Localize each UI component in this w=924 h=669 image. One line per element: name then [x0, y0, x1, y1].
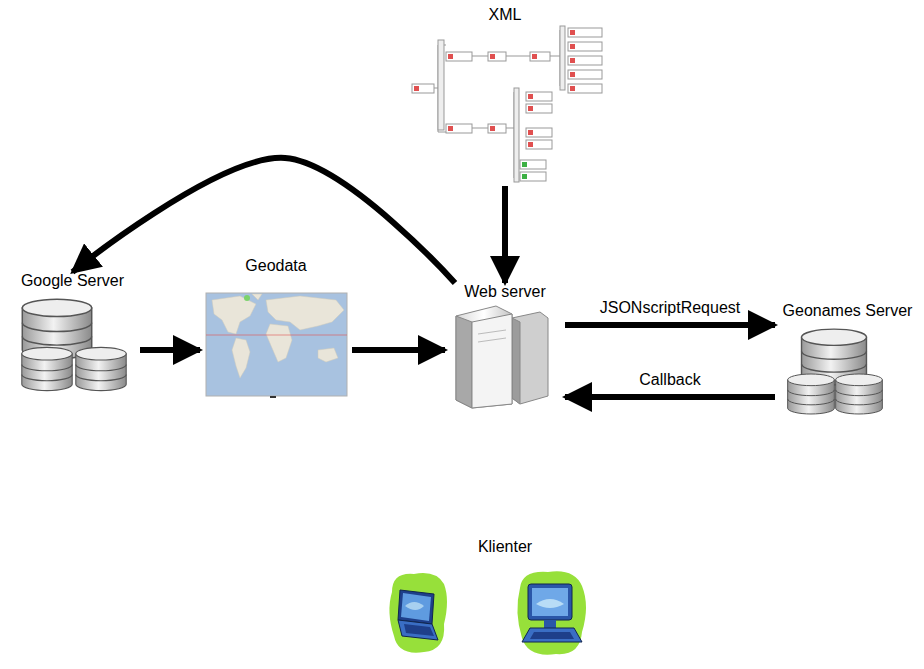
- labelled-icon: XML: [390, 6, 620, 186]
- arrow-connector: [352, 347, 445, 353]
- client-icons: [389, 571, 586, 654]
- labelled-icon: Web server: [445, 283, 565, 410]
- labelled-icon: Geodata: [200, 257, 352, 400]
- arrow-connector: [502, 186, 508, 283]
- world-map: [206, 293, 347, 398]
- edge-label: Callback: [636, 371, 703, 389]
- database-icon: [788, 329, 883, 414]
- server-icon: [456, 306, 548, 408]
- labelled-icon: Google Server: [5, 272, 140, 400]
- node-label: XML: [489, 6, 522, 24]
- labelled-icon: Geonames Server: [775, 302, 920, 420]
- node-label: Geodata: [245, 257, 306, 275]
- edge-label: JSONscriptRequest: [597, 299, 744, 317]
- arrow-connector: [565, 322, 775, 328]
- xml-tree: [412, 26, 602, 182]
- database-icon: [22, 299, 126, 390]
- node-label: Geonames Server: [783, 302, 913, 320]
- labelled-icon: Klienter: [385, 538, 625, 666]
- arrow-connector: [565, 394, 775, 400]
- arrow-connector: [73, 158, 456, 283]
- node-label: Web server: [464, 283, 546, 301]
- arrow-connector: [140, 347, 200, 353]
- node-label: Google Server: [21, 272, 124, 290]
- node-label: Klienter: [478, 538, 532, 556]
